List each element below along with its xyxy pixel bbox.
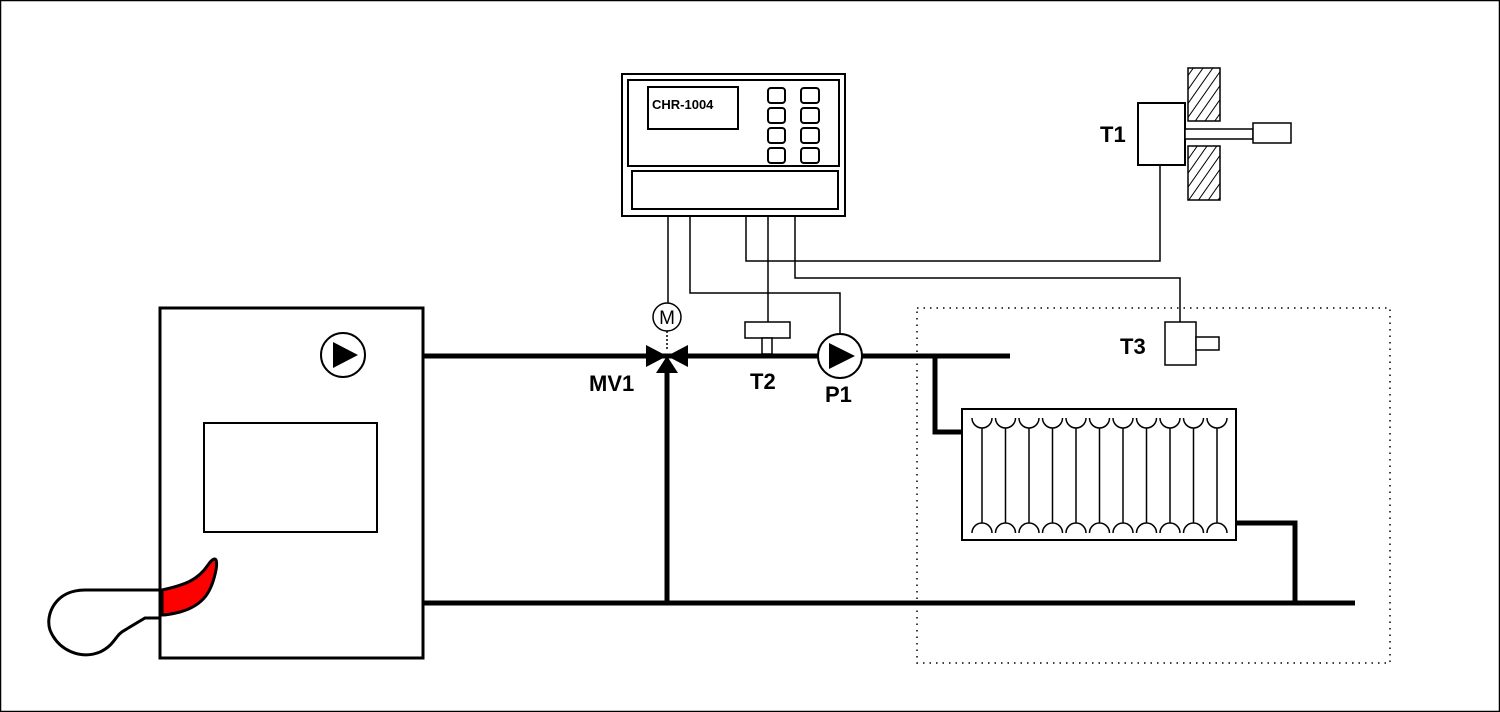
wall-hatch <box>1187 145 1221 201</box>
p1-label: P1 <box>825 382 852 407</box>
pipes <box>423 353 1355 606</box>
controller-button[interactable] <box>800 107 820 124</box>
controller-button[interactable] <box>800 127 820 144</box>
radiator-section <box>1112 417 1134 534</box>
radiator-section <box>1041 417 1064 534</box>
pump-p1-icon <box>817 333 863 379</box>
room-zone-boundary <box>916 307 1391 664</box>
radiator-section <box>1018 417 1040 534</box>
wires <box>666 165 1181 350</box>
t3-label: T3 <box>1120 334 1146 359</box>
controller-buttons <box>767 87 820 164</box>
radiator-return-pipe <box>1236 520 1298 603</box>
radiator-section <box>1159 417 1181 534</box>
t1-label: T1 <box>1100 122 1126 147</box>
controller-display <box>647 86 739 130</box>
motor-icon: M <box>652 302 682 332</box>
radiator-section <box>994 417 1017 534</box>
t2-label: T2 <box>750 369 776 394</box>
boiler-panel <box>203 422 378 533</box>
flame-icon <box>160 557 219 617</box>
mixing-valve-icon <box>646 345 688 373</box>
wall-hatch <box>1187 67 1221 122</box>
radiator <box>961 408 1237 541</box>
controller-button[interactable] <box>767 107 786 124</box>
controller-terminal-strip <box>631 170 839 210</box>
room-sensor-t3 <box>1164 321 1220 366</box>
controller-button[interactable] <box>800 87 820 104</box>
controller-button[interactable] <box>767 147 786 164</box>
boiler-pump-icon <box>320 332 366 378</box>
motor-label: M <box>659 308 675 329</box>
controller-button[interactable] <box>800 147 820 164</box>
radiator-supply-pipe <box>932 356 962 435</box>
controller-button[interactable] <box>767 87 786 104</box>
controller-model-label: CHR-1004 <box>652 97 714 112</box>
radiator-section <box>1206 417 1228 534</box>
outdoor-sensor-t1 <box>1137 67 1292 201</box>
radiator-section <box>971 417 993 534</box>
controller-button[interactable] <box>767 127 786 144</box>
mv1-label: MV1 <box>589 371 634 396</box>
burner-icon <box>47 557 219 657</box>
radiator-section <box>1182 417 1205 534</box>
controller-chr-1004: CHR-1004 <box>621 73 846 217</box>
radiator-section <box>1135 417 1158 534</box>
flow-sensor-t2 <box>744 321 791 355</box>
boiler <box>158 306 425 660</box>
radiator-section <box>1088 417 1111 534</box>
radiator-section <box>1065 417 1087 534</box>
